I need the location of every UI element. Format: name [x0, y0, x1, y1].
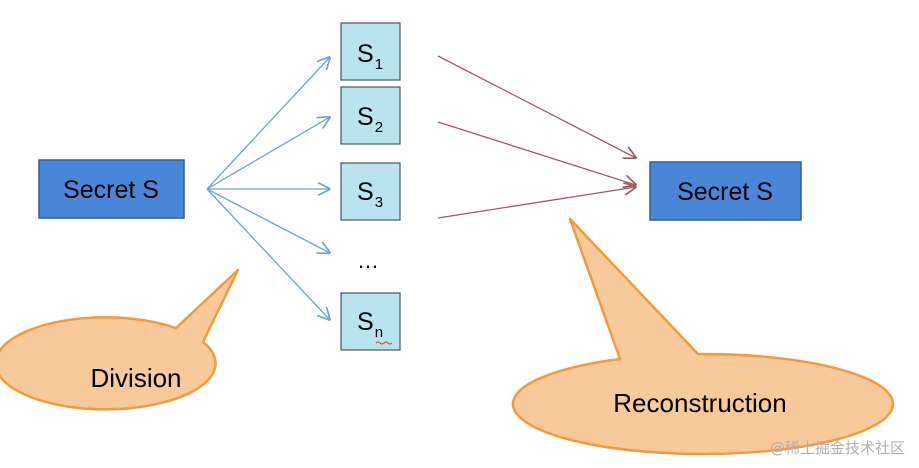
secret-box: Secret S: [38, 159, 185, 219]
division-arrow-sn: [206, 188, 330, 320]
reconstruction-arrow-s1: [437, 55, 636, 158]
ellipsis: …: [357, 248, 379, 273]
division-arrows: [206, 57, 330, 320]
share-s2: S2: [340, 86, 401, 145]
division-arrow-s1: [206, 57, 330, 190]
reconstruction-arrows: [437, 55, 636, 219]
reconstruction-label: Reconstruction: [613, 388, 786, 418]
share-label: S3: [357, 178, 383, 211]
reconstructed-secret-box: Secret S: [649, 161, 802, 221]
division-arrow-ellipsis: [206, 188, 330, 253]
reconstructed-secret-label: Secret S: [677, 178, 773, 206]
reconstruction-callout: Reconstruction: [511, 217, 895, 456]
share-label: S2: [357, 103, 383, 136]
secret-box-label: Secret S: [63, 176, 159, 204]
watermark: @稀土掘金技术社区: [769, 439, 905, 457]
share-s1: S1: [340, 22, 401, 81]
share-label: Sn: [357, 308, 383, 341]
division-callout: Division: [0, 268, 240, 411]
reconstruction-arrow-s2: [437, 121, 636, 185]
share-s3: S3: [340, 162, 401, 221]
division-label: Division: [90, 363, 181, 393]
division-arrow-s2: [206, 117, 330, 190]
reconstruction-arrow-s3: [437, 187, 636, 219]
spellcheck-underline: [375, 341, 393, 345]
share-label: S1: [357, 40, 383, 73]
share-sn: Sn: [340, 292, 401, 351]
